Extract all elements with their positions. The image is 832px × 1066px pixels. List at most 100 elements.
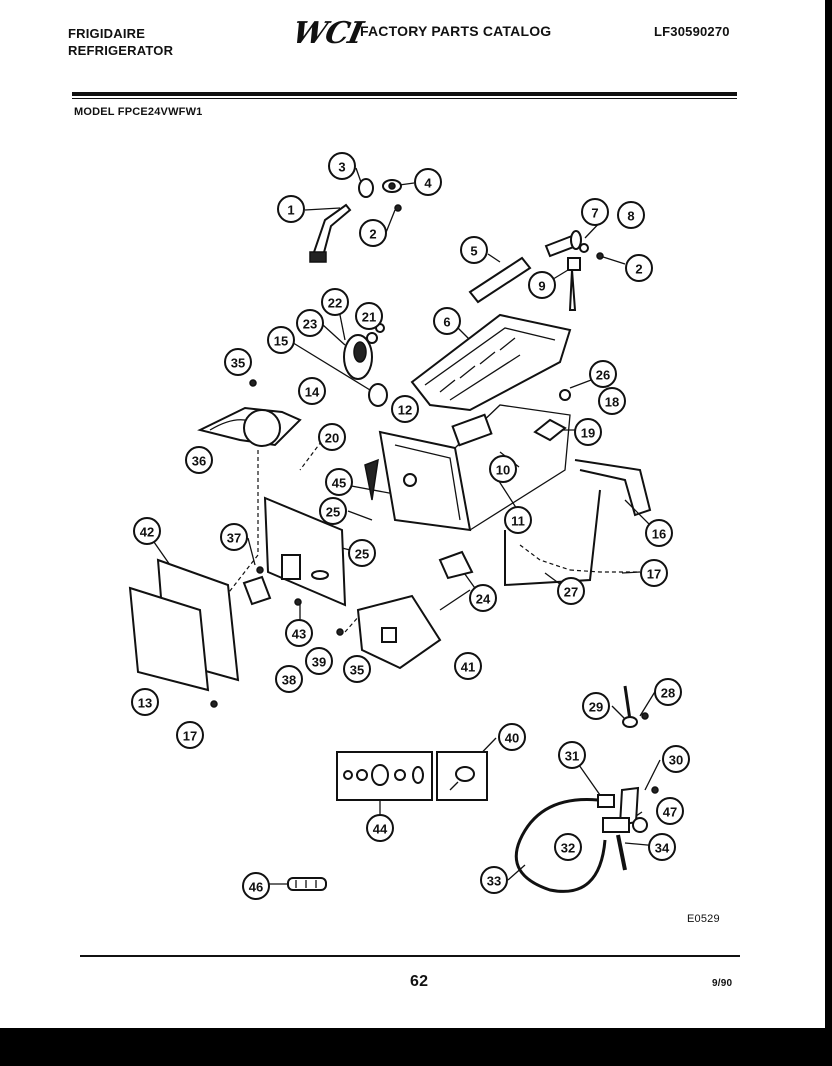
callout-19: 19 bbox=[574, 418, 602, 446]
callout-circle bbox=[433, 307, 461, 335]
callout-circle bbox=[321, 288, 349, 316]
callout-number: 34 bbox=[655, 841, 670, 856]
callout-number: 20 bbox=[325, 431, 339, 446]
callout-circle bbox=[460, 236, 488, 264]
callout-13: 13 bbox=[131, 688, 159, 716]
motor-part bbox=[197, 379, 302, 447]
callout-22: 22 bbox=[321, 288, 349, 316]
callout-number: 30 bbox=[669, 753, 683, 768]
callout-number: 8 bbox=[627, 209, 634, 224]
callout-number: 17 bbox=[647, 567, 661, 582]
callout-28: 28 bbox=[654, 678, 682, 706]
callout-number: 1 bbox=[287, 203, 294, 218]
brand-name: FRIGIDAIRE bbox=[68, 26, 146, 41]
callout-47: 47 bbox=[656, 797, 684, 825]
callout-number: 7 bbox=[591, 206, 598, 221]
callout-number: 27 bbox=[564, 585, 578, 600]
callout-39: 39 bbox=[305, 647, 333, 675]
callout-number: 32 bbox=[561, 841, 575, 856]
callout-36: 36 bbox=[185, 446, 213, 474]
callout-circle bbox=[328, 152, 356, 180]
callout-number: 26 bbox=[596, 368, 610, 383]
callout-number: 12 bbox=[398, 403, 412, 418]
callout-21: 21 bbox=[355, 302, 383, 330]
water-valve-parts bbox=[514, 685, 659, 893]
callout-circle bbox=[220, 523, 248, 551]
callout-circle bbox=[582, 692, 610, 720]
callout-number: 6 bbox=[443, 315, 450, 330]
callout-35: 35 bbox=[224, 348, 252, 376]
callout-circle bbox=[554, 833, 582, 861]
callout-number: 41 bbox=[461, 660, 475, 675]
callout-2: 2 bbox=[359, 219, 387, 247]
thermostat-parts bbox=[451, 389, 571, 447]
footer-rule bbox=[80, 955, 740, 957]
callout-number: 23 bbox=[303, 317, 317, 332]
diagram-code: E0529 bbox=[687, 913, 720, 925]
fill-tube-parts bbox=[504, 459, 652, 587]
callout-number: 31 bbox=[565, 749, 579, 764]
callout-number: 24 bbox=[476, 592, 491, 607]
callout-31: 31 bbox=[558, 741, 586, 769]
callout-circle bbox=[275, 665, 303, 693]
callout-number: 42 bbox=[140, 525, 154, 540]
callout-number: 25 bbox=[326, 505, 340, 520]
callout-number: 46 bbox=[249, 880, 263, 895]
callout-circle bbox=[366, 814, 394, 842]
callout-circle bbox=[654, 678, 682, 706]
callout-circle bbox=[176, 721, 204, 749]
callout-42: 42 bbox=[133, 517, 161, 545]
fill-cup-parts bbox=[544, 230, 589, 311]
callout-circle bbox=[343, 655, 371, 683]
switch-board-parts bbox=[336, 550, 474, 670]
callout-circle bbox=[267, 326, 295, 354]
callout-circle bbox=[185, 446, 213, 474]
callout-12: 12 bbox=[391, 395, 419, 423]
callout-number: 38 bbox=[282, 673, 296, 688]
callout-number: 36 bbox=[192, 454, 206, 469]
callout-circle bbox=[656, 797, 684, 825]
callout-27: 27 bbox=[557, 577, 585, 605]
callout-circle bbox=[325, 468, 353, 496]
callout-circle bbox=[498, 723, 526, 751]
callout-18: 18 bbox=[598, 387, 626, 415]
callout-1: 1 bbox=[277, 195, 305, 223]
callout-17: 17 bbox=[640, 559, 668, 587]
callout-circle bbox=[348, 539, 376, 567]
callout-number: 25 bbox=[355, 547, 369, 562]
callout-33: 33 bbox=[480, 866, 508, 894]
callout-circle bbox=[574, 418, 602, 446]
callout-circle bbox=[355, 302, 383, 330]
callout-number: 13 bbox=[138, 696, 152, 711]
callout-number: 44 bbox=[373, 822, 388, 837]
callout-10: 10 bbox=[489, 455, 517, 483]
callout-circle bbox=[296, 309, 324, 337]
ice-mold-part bbox=[410, 313, 572, 412]
callout-5: 5 bbox=[460, 236, 488, 264]
callout-circle bbox=[617, 201, 645, 229]
callout-circle bbox=[469, 584, 497, 612]
callout-25: 25 bbox=[319, 497, 347, 525]
callout-9: 9 bbox=[528, 271, 556, 299]
callout-26: 26 bbox=[589, 360, 617, 388]
callout-circle bbox=[319, 497, 347, 525]
callout-circle bbox=[504, 506, 532, 534]
callout-16: 16 bbox=[645, 519, 673, 547]
callout-number: 28 bbox=[661, 686, 675, 701]
callout-41: 41 bbox=[454, 652, 482, 680]
callout-circle bbox=[558, 741, 586, 769]
callout-number: 5 bbox=[470, 244, 477, 259]
parts-kit-boxes bbox=[336, 751, 488, 801]
callout-25: 25 bbox=[348, 539, 376, 567]
header-rule-thin bbox=[72, 98, 737, 99]
callout-7: 7 bbox=[581, 198, 609, 226]
callout-circle bbox=[131, 688, 159, 716]
scan-right-edge bbox=[825, 0, 832, 1066]
callout-43: 43 bbox=[285, 619, 313, 647]
callout-number: 9 bbox=[538, 279, 545, 294]
callout-20: 20 bbox=[318, 423, 346, 451]
scan-left-edge bbox=[0, 0, 6, 1066]
callout-number: 11 bbox=[511, 514, 525, 529]
callout-number: 22 bbox=[328, 296, 342, 311]
callout-circle bbox=[454, 652, 482, 680]
